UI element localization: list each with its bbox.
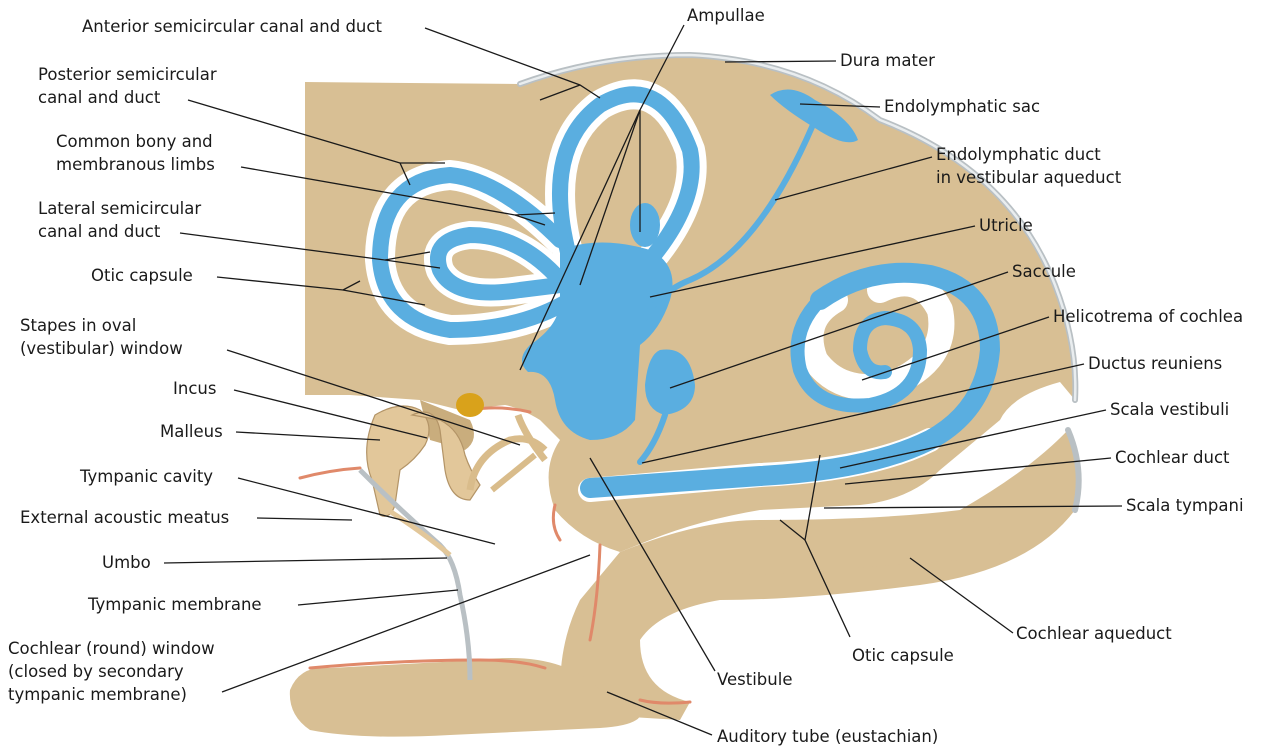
label-common-limbs-line2: membranous limbs: [56, 155, 215, 174]
label-auditory-tube: Auditory tube (eustachian): [717, 727, 938, 746]
label-ampullae: Ampullae: [687, 6, 765, 25]
label-posterior-canal-line1: Posterior semicircular: [38, 65, 217, 84]
label-round-window-line3: tympanic membrane): [8, 685, 187, 704]
label-cochlear-aqueduct: Cochlear aqueduct: [1016, 624, 1172, 643]
label-tympanic-membrane: Tympanic membrane: [87, 595, 262, 614]
label-otic-capsule-bottom: Otic capsule: [852, 646, 954, 665]
label-utricle: Utricle: [979, 216, 1033, 235]
label-stapes-line2: (vestibular) window: [20, 339, 183, 358]
label-endolymphatic-duct-line1: Endolymphatic duct: [936, 145, 1101, 164]
label-vestibule: Vestibule: [717, 670, 792, 689]
label-common-limbs-line1: Common bony and: [56, 132, 213, 151]
malleus-shape: [367, 406, 429, 516]
label-scala-tympani: Scala tympani: [1126, 496, 1244, 515]
label-stapes-line1: Stapes in oval: [20, 316, 136, 335]
label-ductus-reuniens: Ductus reuniens: [1088, 354, 1222, 373]
label-endolymphatic-duct-line2: in vestibular aqueduct: [936, 168, 1122, 187]
label-dura-mater: Dura mater: [840, 51, 935, 70]
label-endolymphatic-sac: Endolymphatic sac: [884, 97, 1040, 116]
label-otic-capsule-left: Otic capsule: [91, 266, 193, 285]
facial-nerve-dot: [456, 393, 484, 417]
label-tympanic-cavity: Tympanic cavity: [79, 467, 213, 486]
label-cochlear-duct: Cochlear duct: [1115, 448, 1230, 467]
label-scala-vestibuli: Scala vestibuli: [1110, 400, 1229, 419]
label-malleus: Malleus: [160, 422, 223, 441]
label-lateral-canal-line2: canal and duct: [38, 222, 161, 241]
label-incus: Incus: [173, 379, 216, 398]
label-round-window-line2: (closed by secondary: [8, 662, 184, 681]
label-helicotrema: Helicotrema of cochlea: [1053, 307, 1243, 326]
label-umbo: Umbo: [102, 553, 151, 572]
label-round-window-line1: Cochlear (round) window: [8, 639, 215, 658]
label-anterior-canal: Anterior semicircular canal and duct: [82, 17, 382, 36]
label-saccule: Saccule: [1012, 262, 1076, 281]
ossicles: [360, 393, 545, 680]
label-lateral-canal-line1: Lateral semicircular: [38, 199, 201, 218]
label-posterior-canal-line2: canal and duct: [38, 88, 161, 107]
label-external-meatus: External acoustic meatus: [20, 508, 229, 527]
